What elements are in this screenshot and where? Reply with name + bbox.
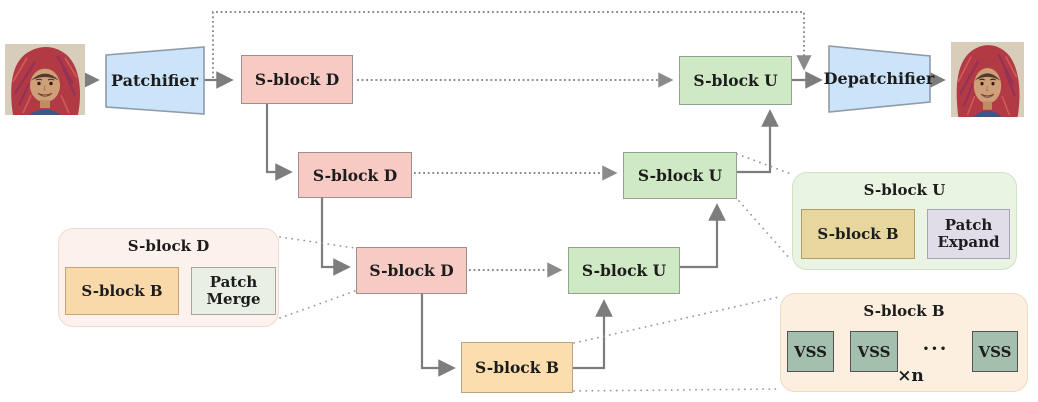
decoder-block-3: S-block U [568, 247, 680, 294]
leader-calloutU-bottom [738, 200, 792, 261]
callout-u-patch-expand: Patch Expand [927, 209, 1010, 259]
vss-block-n: VSS [972, 331, 1018, 372]
arrow-enc2-to-enc3 [320, 198, 351, 276]
callout-sblock-d: S-block D S-block B Patch Merge [58, 228, 279, 327]
arrow-dec3-to-dec2 [680, 203, 726, 269]
callout-d-patch-merge: Patch Merge [191, 267, 276, 315]
callout-sblock-b-title: S-block B [863, 302, 945, 320]
depatchifier-label: Depatchifier [823, 69, 935, 88]
callout-sblock-u-title: S-block U [863, 181, 946, 199]
repeat-count-label: ×n [897, 366, 924, 386]
skip-connection-top [212, 11, 812, 78]
arrow-dec2-to-dec1 [737, 109, 779, 174]
callout-d-sblock-b: S-block B [65, 267, 179, 315]
vss-ellipsis: ··· [922, 338, 949, 360]
leader-calloutB-bottom [573, 388, 780, 392]
arrow-enc1-to-enc2 [265, 104, 293, 181]
vss-block-2: VSS [850, 331, 898, 372]
input-photo [5, 44, 85, 116]
patchifier-node: Patchifier [103, 44, 206, 117]
arrow-bottleneck-to-dec3 [573, 299, 613, 370]
bottleneck-block: S-block B [461, 342, 573, 393]
depatchifier-node: Depatchifier [823, 43, 935, 114]
leader-calloutD-bottom [279, 290, 356, 319]
callout-sblock-u: S-block U S-block B Patch Expand [792, 172, 1017, 270]
patchifier-label: Patchifier [110, 71, 199, 90]
arrow-enc3-to-bottleneck [420, 294, 456, 377]
encoder-block-1: S-block D [241, 55, 353, 104]
callout-u-sblock-b: S-block B [801, 209, 915, 259]
encoder-block-3: S-block D [356, 247, 467, 294]
decoder-block-2: S-block U [623, 152, 737, 199]
decoder-block-1: S-block U [679, 56, 792, 105]
encoder-block-2: S-block D [298, 152, 412, 198]
vss-block-1: VSS [787, 331, 834, 372]
callout-sblock-d-title: S-block D [127, 237, 210, 255]
leader-calloutD-top [279, 236, 356, 249]
leader-calloutU-top [736, 153, 792, 175]
callout-sblock-b: S-block B VSS VSS ··· VSS ×n [780, 293, 1028, 392]
output-photo [951, 42, 1024, 117]
